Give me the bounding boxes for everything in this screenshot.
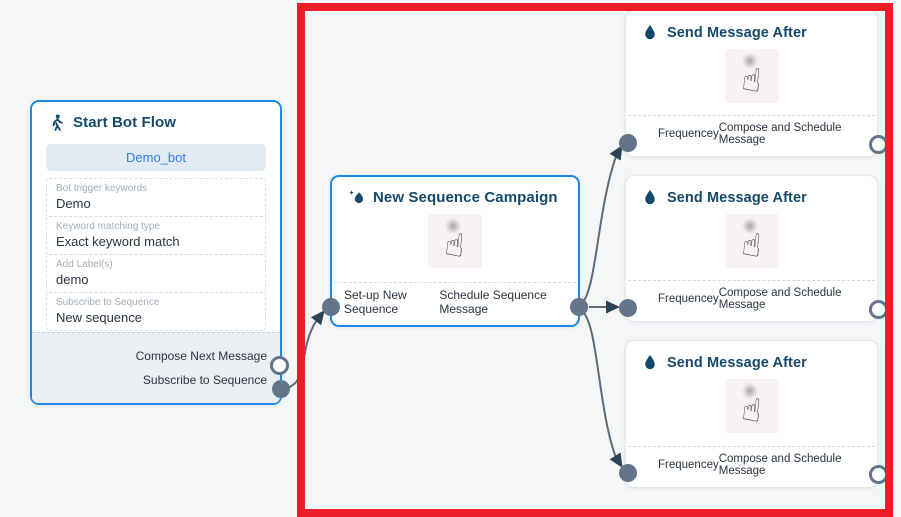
message-node-footer: Frequencey Compose and Schedule Message (626, 281, 877, 321)
new-sequence-campaign-node[interactable]: New Sequence Campaign ☝ Set-up New Seque… (322, 175, 588, 327)
field-value: Demo (56, 196, 91, 211)
port-compose-next-message[interactable] (270, 356, 289, 375)
output-label-schedule-sequence-message: Schedule Sequence Message (439, 288, 547, 316)
arrowhead (609, 452, 623, 468)
arrowhead (310, 310, 325, 326)
message-node-title: Send Message After (667, 354, 807, 371)
field-keyword-matching-type[interactable]: Keyword matching type Exact keyword matc… (46, 216, 266, 255)
input-label-frequencey: Frequencey (658, 128, 719, 140)
field-label: Subscribe to Sequence (56, 297, 160, 308)
start-node-header: Start Bot Flow (32, 102, 280, 135)
water-drop-icon (642, 354, 659, 371)
port-frequencey[interactable] (619, 299, 637, 317)
input-label-frequencey: Frequencey (658, 459, 719, 471)
output-label-compose-and-schedule: Compose and Schedule Message (718, 287, 842, 311)
hand-cursor-icon[interactable]: ☝ (724, 49, 779, 103)
message-node-title: Send Message After (667, 24, 807, 41)
water-drop-icon (642, 189, 659, 206)
field-label: Keyword matching type (56, 221, 160, 232)
edge-subscribe-to-setup (283, 313, 322, 390)
separator (628, 280, 875, 281)
edge-schedule-to-msg3 (580, 309, 619, 464)
field-add-labels[interactable]: Add Label(s) demo (46, 254, 266, 293)
hand-cursor-icon[interactable]: ☝ (428, 214, 482, 268)
port-setup-new-sequence[interactable] (322, 298, 340, 316)
port-frequencey[interactable] (619, 464, 637, 482)
port-frequencey[interactable] (619, 134, 637, 152)
field-subscribe-to-sequence[interactable]: Subscribe to Sequence New sequence (46, 292, 266, 331)
output-label-compose-and-schedule: Compose and Schedule Message (718, 453, 842, 477)
message-node-footer: Frequencey Compose and Schedule Message (626, 447, 877, 487)
send-message-after-node-2[interactable]: Send Message After ☝ Frequencey Compose … (619, 175, 888, 322)
output-label-subscribe-to-sequence: Subscribe to Sequence (142, 373, 267, 387)
message-node-header: Send Message After (626, 11, 877, 45)
separator (628, 115, 875, 116)
port-schedule-sequence-message[interactable] (570, 298, 588, 316)
output-label-compose-next-message: Compose Next Message (135, 349, 267, 363)
edge-schedule-to-msg1 (580, 150, 619, 305)
send-message-after-node-1[interactable]: Send Message After ☝ Frequencey Compose … (619, 10, 888, 157)
port-subscribe-to-sequence[interactable] (272, 380, 290, 398)
arrowhead (606, 300, 620, 314)
sequence-node-title: New Sequence Campaign (373, 189, 558, 206)
field-bot-trigger-keywords[interactable]: Bot trigger keywords Demo (46, 178, 266, 217)
start-node-title: Start Bot Flow (73, 114, 177, 131)
send-message-after-node-3[interactable]: Send Message After ☝ Frequencey Compose … (619, 340, 888, 488)
port-compose-and-schedule-message[interactable] (869, 135, 888, 154)
port-compose-and-schedule-message[interactable] (869, 465, 888, 484)
hand-cursor-icon[interactable]: ☝ (724, 379, 779, 433)
walking-person-icon (48, 114, 65, 131)
separator (334, 282, 576, 283)
port-compose-and-schedule-message[interactable] (869, 300, 888, 319)
start-node-fields: Bot trigger keywords Demo Keyword matchi… (46, 178, 266, 331)
output-label-compose-and-schedule: Compose and Schedule Message (718, 122, 842, 146)
field-value: New sequence (56, 310, 142, 325)
arrowhead (609, 145, 623, 161)
water-drop-icon (642, 24, 659, 41)
field-value: demo (56, 272, 89, 287)
message-node-title: Send Message After (667, 189, 807, 206)
field-label: Bot trigger keywords (56, 183, 148, 194)
message-node-header: Send Message After (626, 176, 877, 210)
hand-cursor-icon[interactable]: ☝ (724, 214, 779, 268)
start-bot-flow-node[interactable]: Start Bot Flow Demo_bot Bot trigger keyw… (30, 100, 290, 405)
message-node-footer: Frequencey Compose and Schedule Message (626, 116, 877, 156)
field-label: Add Label(s) (56, 259, 113, 270)
bot-name-button[interactable]: Demo_bot (46, 144, 266, 171)
sequence-node-header: New Sequence Campaign (332, 177, 578, 210)
start-node-footer: Compose Next Message Subscribe to Sequen… (32, 332, 280, 403)
ink-drop-icon (348, 189, 365, 206)
input-label-frequencey: Frequencey (658, 293, 719, 305)
separator (628, 446, 875, 447)
sequence-node-footer: Set-up New Sequence Schedule Sequence Me… (332, 283, 578, 325)
input-label-setup-new-sequence: Set-up New Sequence (344, 288, 407, 316)
message-node-header: Send Message After (626, 341, 877, 375)
field-value: Exact keyword match (56, 234, 180, 249)
